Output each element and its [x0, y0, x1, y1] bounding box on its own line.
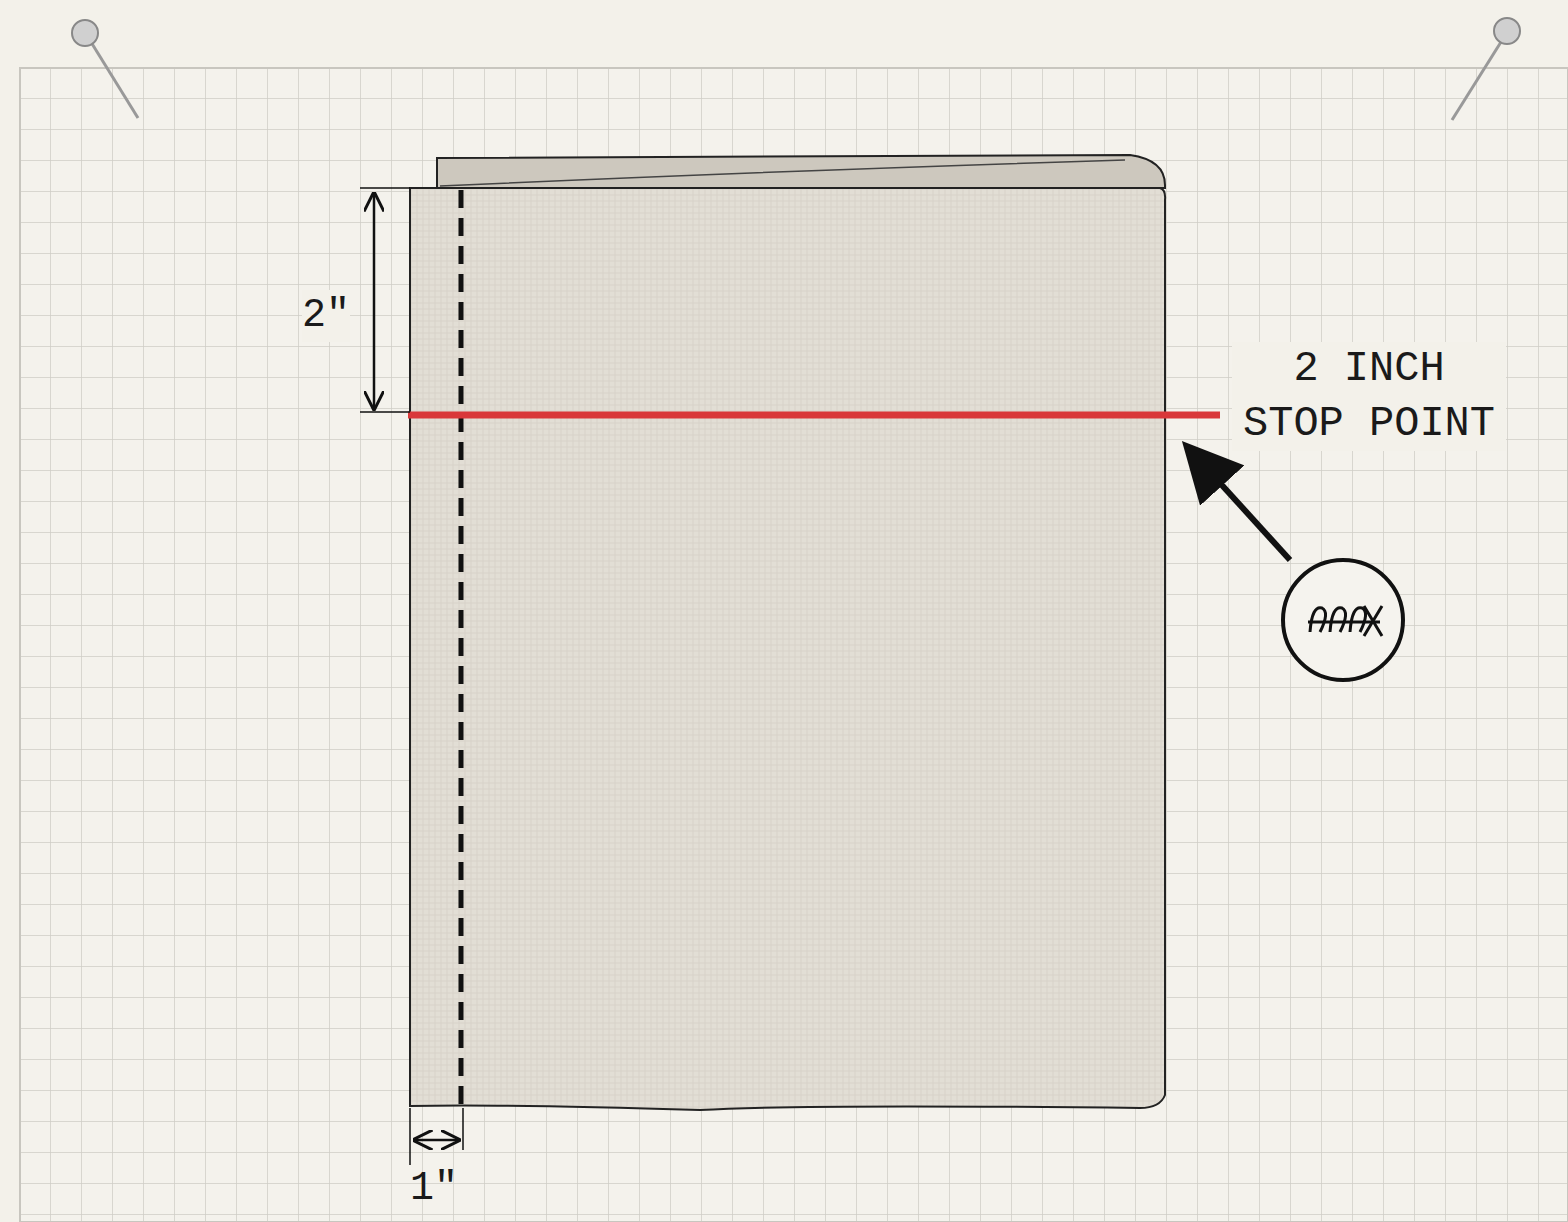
stop-point-label: 2 INCH STOP POINT [1232, 342, 1506, 451]
backstitch-symbol [1283, 560, 1403, 680]
pin [72, 20, 138, 118]
pin [1452, 18, 1520, 120]
fold-edge [440, 160, 1125, 186]
dimension-arrow [410, 1108, 463, 1165]
dimension-label: 2" [302, 290, 350, 342]
grid-lines [20, 68, 1568, 1222]
stop-line [408, 412, 1220, 419]
pointer-arrow [1190, 450, 1290, 560]
grid-paper [20, 68, 1568, 1222]
dimension-label: 1" [410, 1163, 458, 1215]
dimension-arrow [360, 188, 410, 412]
seam-line [459, 190, 464, 1106]
fabric-front-layer [410, 188, 1165, 1110]
fabric-back-layer [437, 155, 1165, 188]
